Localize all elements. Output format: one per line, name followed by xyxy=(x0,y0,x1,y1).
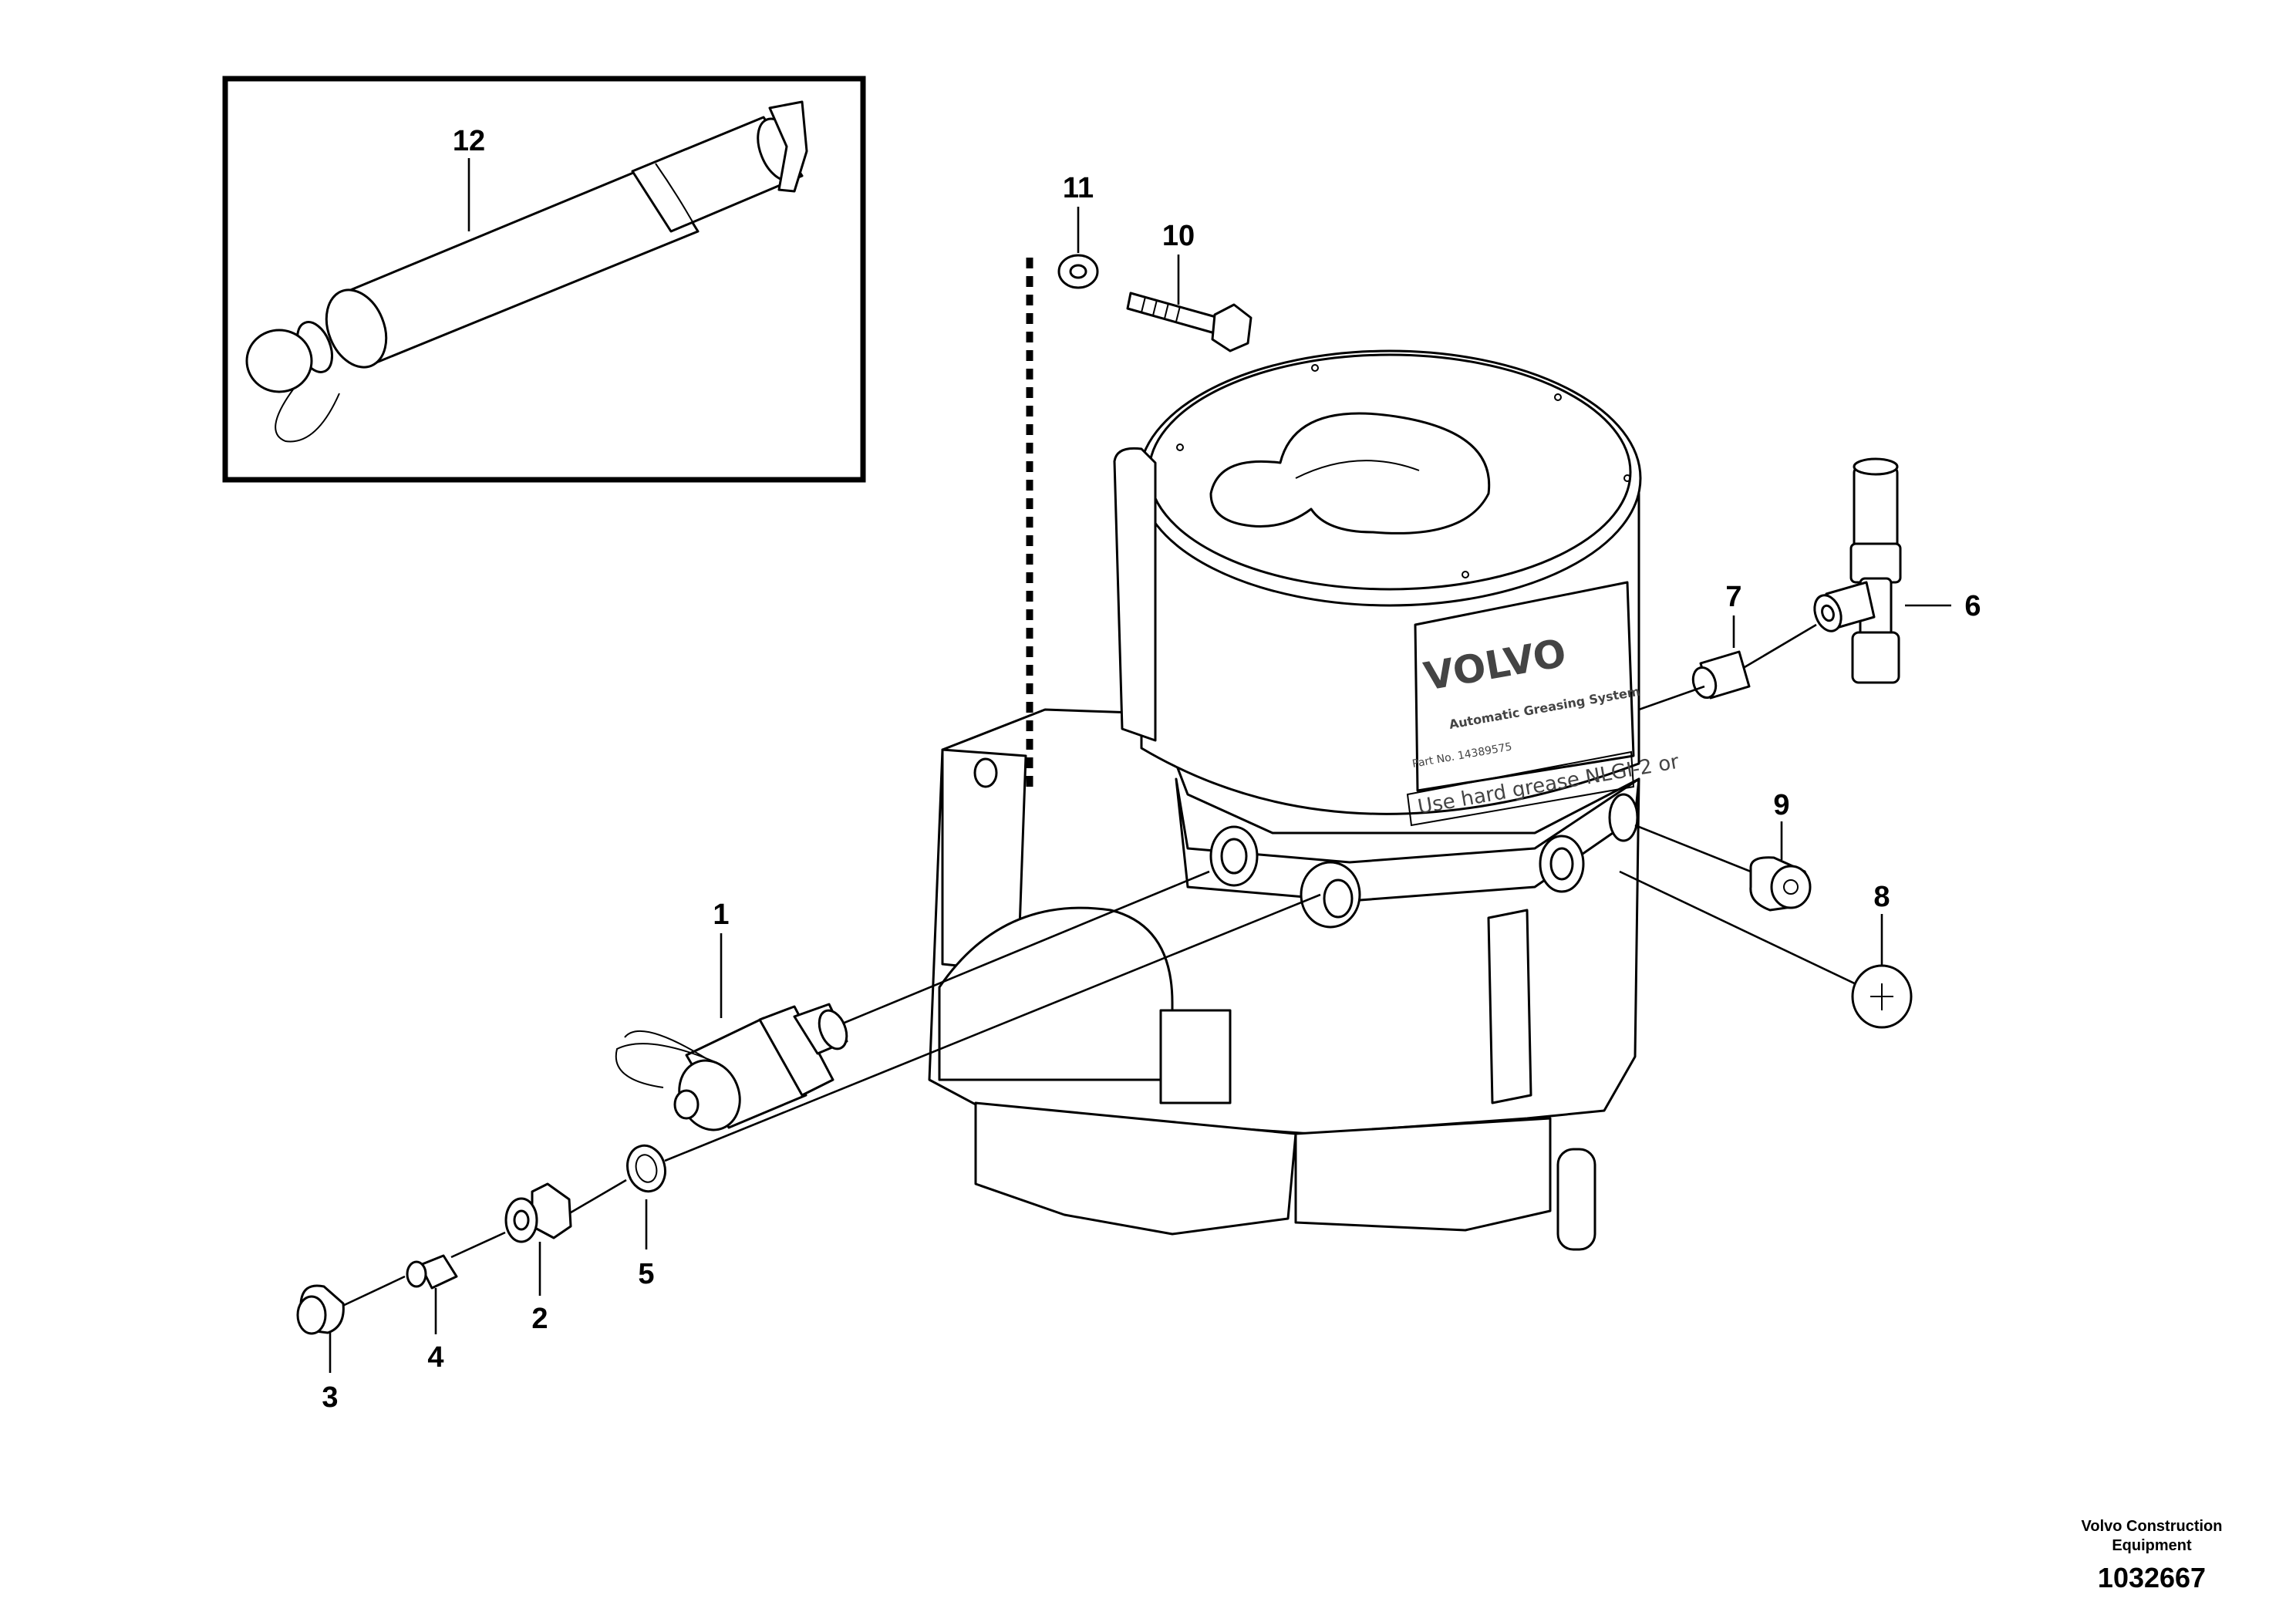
callout-3: 3 xyxy=(322,1381,338,1414)
callout-11: 11 xyxy=(1063,172,1094,204)
plug-cap-part-8: 8 xyxy=(1619,870,1913,1029)
footer-block: Volvo Construction Equipment 1032667 xyxy=(2082,1518,2223,1593)
footer-company-line2: Equipment xyxy=(2112,1537,2192,1554)
callout-9: 9 xyxy=(1773,789,1789,821)
callout-10: 10 xyxy=(1162,220,1195,252)
unit-label-plate: VOLVO Automatic Greasing System Part No.… xyxy=(1406,581,1681,827)
callout-12: 12 xyxy=(453,125,485,157)
nipple-part-7: 7 xyxy=(1638,581,1817,711)
callout-7: 7 xyxy=(1725,581,1741,613)
callout-2: 2 xyxy=(531,1303,548,1335)
callout-6: 6 xyxy=(1964,590,1981,622)
o-ring-part-5: 5 xyxy=(626,893,1321,1290)
grease-cartridge-part-12 xyxy=(245,100,808,443)
callout-4: 4 xyxy=(427,1341,443,1374)
callout-8: 8 xyxy=(1873,881,1890,913)
plug-part-9: 9 xyxy=(1634,789,1812,912)
cap-part-3: 3 xyxy=(296,1275,406,1414)
callout-1: 1 xyxy=(713,899,729,931)
callout-5: 5 xyxy=(638,1258,654,1290)
bolt-part-10: 10 xyxy=(1126,220,1253,352)
footer-company-line1: Volvo Construction xyxy=(2082,1518,2223,1535)
greasing-unit-body: VOLVO Automatic Greasing System Part No.… xyxy=(928,349,1681,1251)
washer-part-11: 11 xyxy=(1057,172,1099,289)
adapter-part-2: 2 xyxy=(504,1179,627,1335)
footer-drawing-number: 1032667 xyxy=(2098,1562,2206,1593)
coupling-part-1: 1 xyxy=(615,870,1210,1131)
nipple-part-4: 4 xyxy=(406,1231,506,1374)
inset-box: 12 xyxy=(222,76,866,483)
tee-fitting-part-6: 6 xyxy=(1813,457,1981,684)
